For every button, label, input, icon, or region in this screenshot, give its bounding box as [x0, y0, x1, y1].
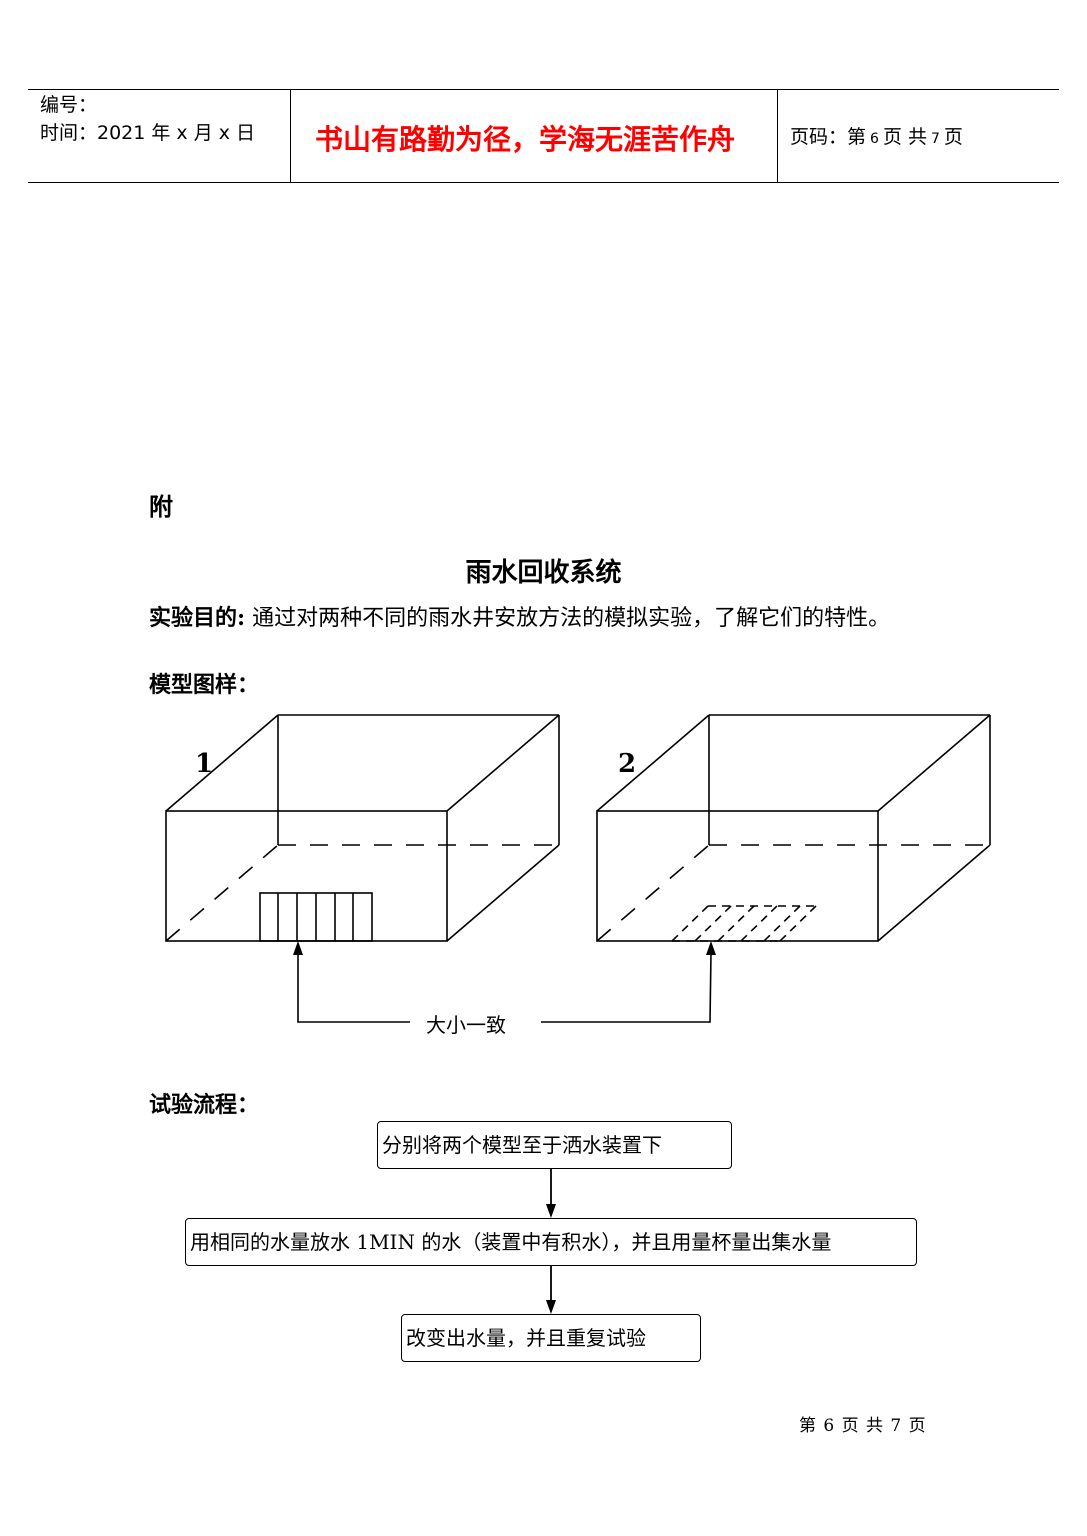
process-label: 试验流程：	[149, 1092, 260, 1118]
header-bottom-rule	[28, 182, 1059, 183]
date-line: 时间：2021 年 x 月 x 日	[40, 122, 256, 144]
purpose-label: 实验目的:	[149, 605, 246, 631]
flow-step-3: 改变出水量，并且重复试验	[401, 1314, 701, 1362]
page-title: 雨水回收系统	[465, 558, 622, 588]
header-divider-right	[777, 89, 778, 182]
page-mid: 页 共	[882, 126, 927, 148]
page-footer: 第 6 页 共 7 页	[799, 1416, 927, 1436]
page-total: 7	[930, 131, 940, 147]
section-mark: 附	[149, 492, 173, 521]
purpose-paragraph: 实验目的: 通过对两种不同的雨水井安放方法的模拟实验，了解它们的特性。	[149, 602, 949, 635]
header-motto: 书山有路勤为径，学海无涯苦作舟	[315, 123, 736, 156]
header-divider-left	[290, 89, 291, 182]
purpose-text: 通过对两种不同的雨水井安放方法的模拟实验，了解它们的特性。	[245, 606, 891, 631]
page-current: 6	[870, 131, 879, 147]
size-connector	[297, 951, 712, 1023]
header-top-rule	[28, 89, 1059, 90]
model1-number: 1	[195, 749, 214, 779]
model2-drain	[671, 905, 817, 942]
model2-box	[596, 714, 991, 942]
arrow-up-left	[293, 941, 303, 955]
page-prefix: 页码：第	[790, 126, 867, 148]
flow-arrow-2-head	[546, 1300, 556, 1314]
size-note: 大小一致	[426, 1013, 506, 1037]
flow-arrow-1-head	[546, 1204, 556, 1218]
serial-number-label: 编号：	[40, 94, 98, 116]
model2-number: 2	[618, 749, 637, 779]
flow-step-2: 用相同的水量放水 1MIN 的水（装置中有积水），并且用量杯量出集水量	[185, 1218, 917, 1266]
flow-step-1: 分别将两个模型至于洒水装置下	[377, 1121, 732, 1169]
model-label: 模型图样：	[149, 672, 260, 698]
page-suffix: 页	[943, 126, 963, 148]
model1-drain	[259, 892, 373, 942]
arrow-up-right	[706, 941, 716, 955]
